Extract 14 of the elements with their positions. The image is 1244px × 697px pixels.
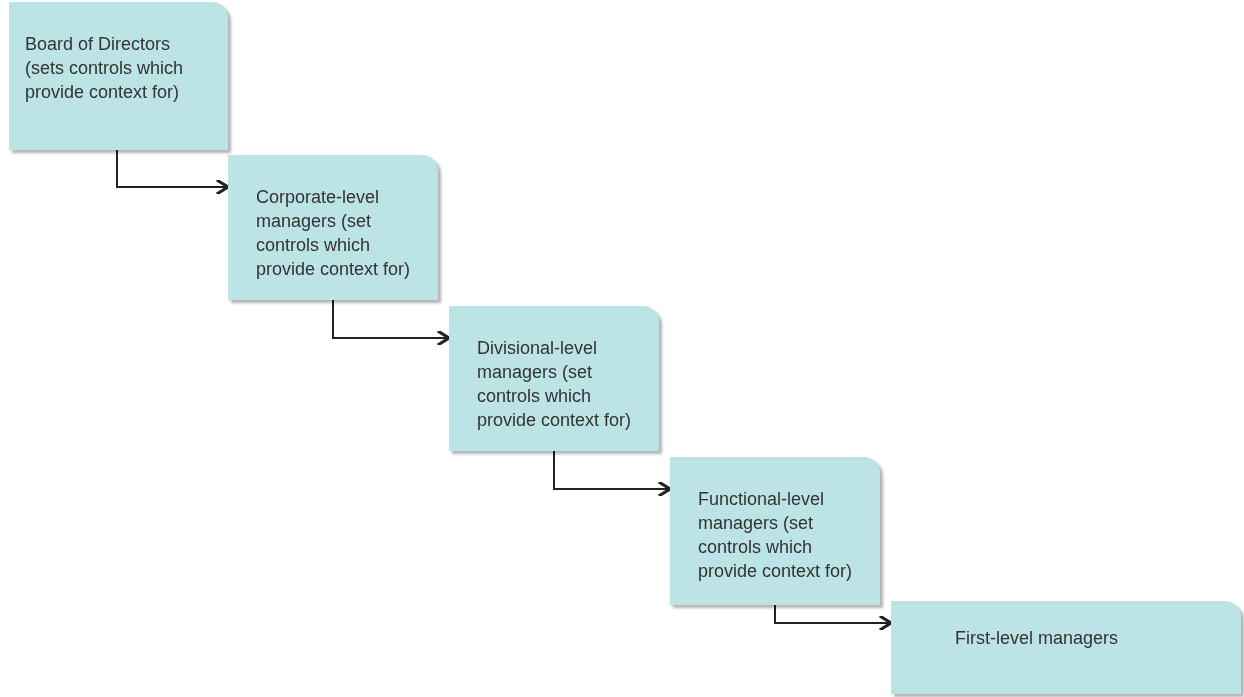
arrow <box>332 299 451 347</box>
process-box <box>9 2 228 150</box>
arrow <box>774 604 893 632</box>
box-text: Divisional-level managers (set controls which provide context for) <box>477 337 633 432</box>
process-box <box>449 306 659 451</box>
process-box <box>891 601 1241 694</box>
box-text: Functional-level managers (set controls which provide context for) <box>698 488 854 583</box>
arrow <box>116 149 230 196</box>
box-text: First-level managers <box>955 626 1119 650</box>
box-text: Board of Directors (sets controls which provide context for) <box>25 33 185 104</box>
box-text: Corporate-level managers (set controls which provide context for) <box>256 186 412 281</box>
process-box <box>670 457 880 605</box>
arrow <box>553 450 672 498</box>
process-box <box>228 155 438 300</box>
